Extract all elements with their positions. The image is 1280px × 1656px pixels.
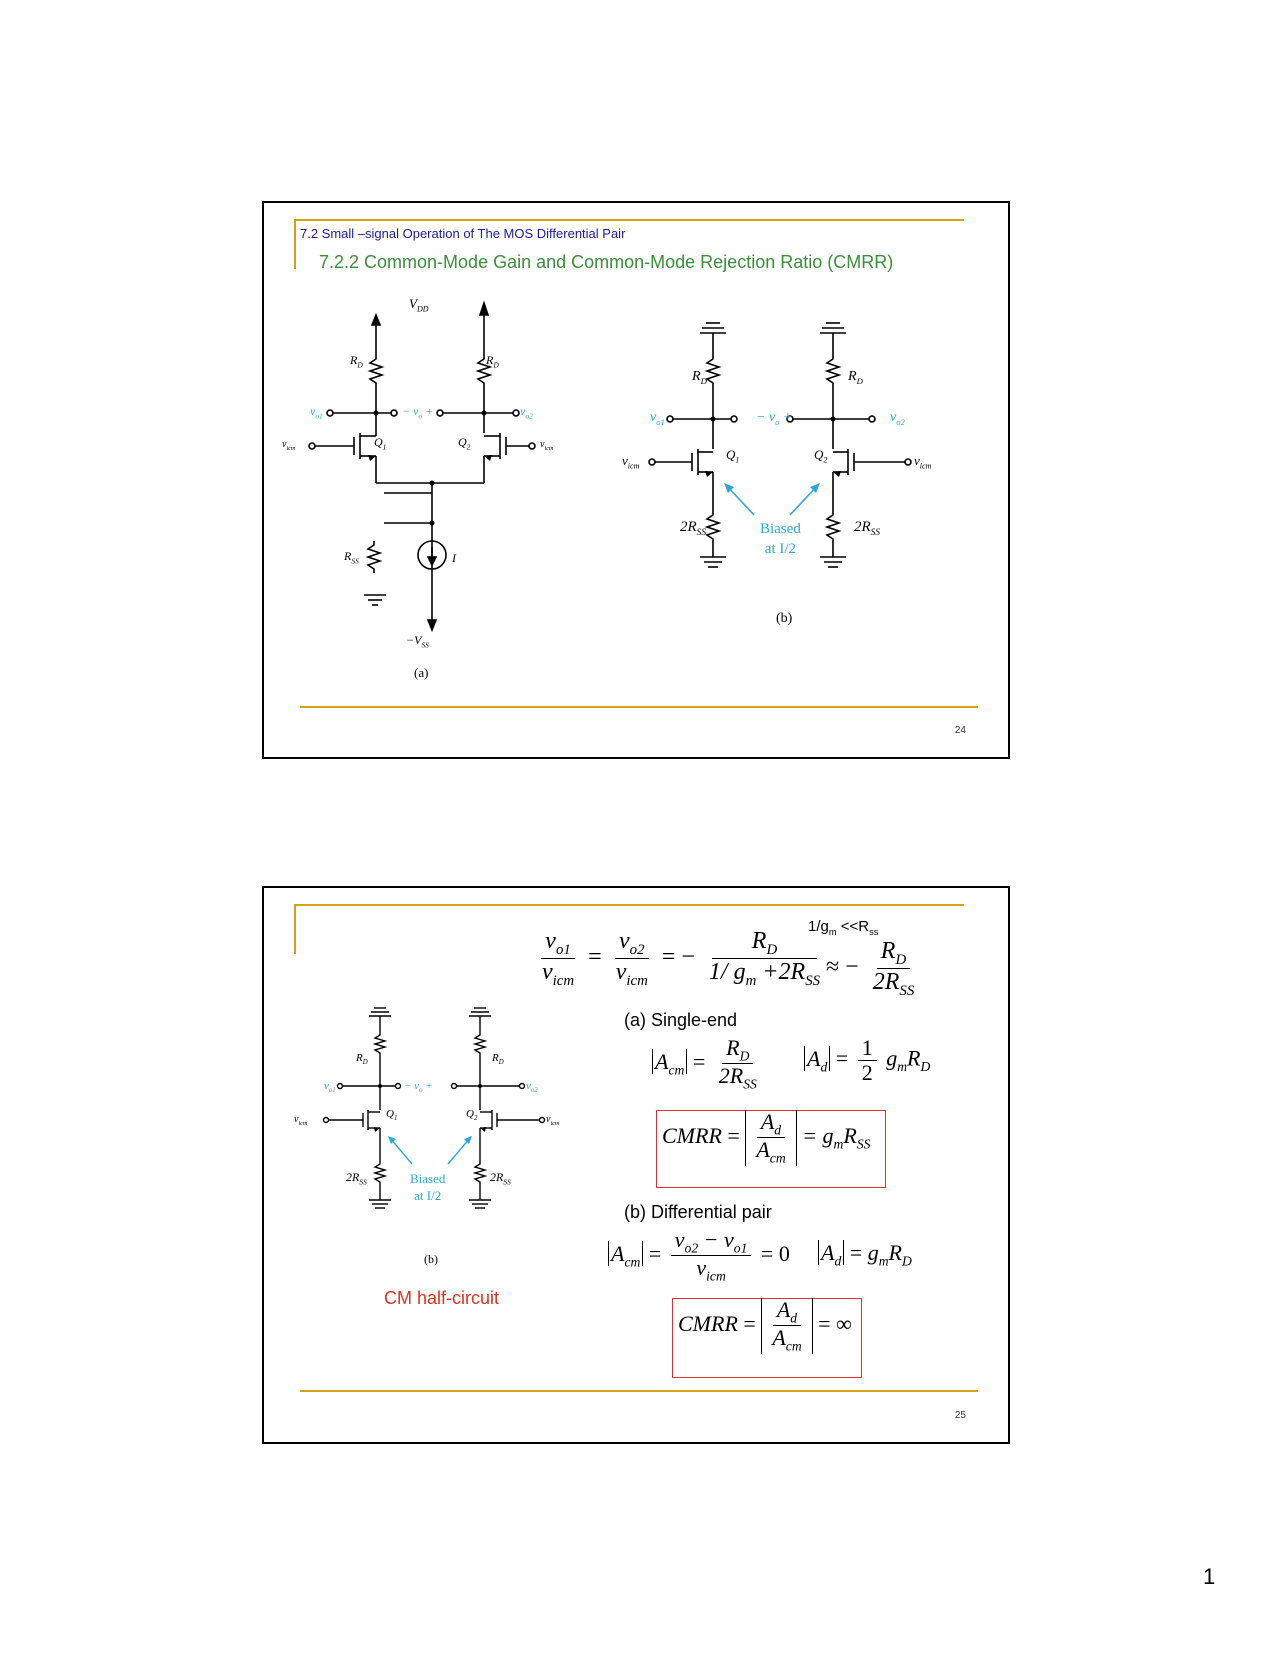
rd-right-label: RD [486,353,499,370]
q2-label: Q2 [458,435,471,452]
differential-pair-label: (b) Differential pair [624,1202,772,1222]
fig-b-vo-label: − vo + [756,410,793,427]
half-rd-left-label: RD [356,1052,368,1067]
fig-b-2rss-right-label: 2RSS [854,519,880,538]
slide-24: 7.2 Small –signal Operation of The MOS D… [262,201,1010,759]
fig-b-2rss-left-label: 2RSS [680,519,706,538]
section-title: 7.2 Small –signal Operation of The MOS D… [300,226,626,241]
half-vo1-label: vo1 [324,1080,336,1095]
cm-half-circuit-diagram [322,1007,546,1209]
half-circuit-caption: (b) [424,1252,438,1266]
cmrr-single-end-box [656,1110,886,1188]
vo2-label: vo2 [520,404,533,421]
q1-label: Q1 [374,435,387,452]
fig-b-q1-label: Q1 [726,447,740,465]
half-vo2-label: vo2 [526,1080,538,1095]
single-end-label: (a) Single-end [624,1010,738,1030]
slide-number: 24 [954,725,966,736]
half-rd-right-label: RD [492,1052,504,1067]
half-q1-label: Q1 [386,1108,398,1123]
circuit-diagram-a [308,300,536,633]
slide-bottom-rule [300,1390,978,1392]
fig-b-rd-left-label: RD [692,369,707,386]
rss-label: RSS [344,549,359,566]
vo-label: − vo + [402,404,434,421]
approximation-condition: 1/gm <<Rss [808,918,879,937]
current-source-label: I [452,551,456,565]
vicm-left-label: vicm [282,439,296,452]
slide-bottom-rule [300,706,978,708]
fig-b-q2-label: Q2 [814,447,828,465]
slide-left-rule [294,904,296,954]
half-2rss-left-label: 2RSS [346,1170,367,1187]
slide-top-rule [294,904,964,906]
vicm-right-label: vicm [540,439,554,452]
cm-half-circuit-label: CM half-circuit [384,1288,500,1308]
fig-b-vo2-label: vo2 [890,410,905,427]
fig-b-vicm-left-label: vicm [622,453,640,471]
vo1-label: vo1 [310,404,323,421]
rd-left-label: RD [350,353,363,370]
fig-b-rd-right-label: RD [848,369,863,386]
fig-b-vicm-right-label: vicm [914,453,932,471]
fig-b-vo1-label: vo1 [650,410,665,427]
diff-ad-equation: Ad = gmRD [818,1240,912,1269]
half-vicm-left-label: vicm [294,1114,308,1127]
document-page-number: 1 [1203,1564,1216,1589]
half-vicm-right-label: vicm [546,1114,560,1127]
half-2rss-right-label: 2RSS [490,1170,511,1187]
slide-number: 25 [954,1410,966,1421]
vdd-label: VDD [409,296,429,314]
fig-b-caption: (b) [776,611,793,626]
circuit-diagram-b [648,322,912,568]
half-vo-label: − vo + [404,1080,433,1095]
subsection-title: 7.2.2 Common-Mode Gain and Common-Mode R… [319,252,894,272]
cmrr-differential-box [672,1298,862,1378]
fig-a-caption: (a) [414,665,429,680]
half-q2-label: Q2 [466,1108,478,1123]
slide-top-rule [294,219,964,221]
vss-label: −VSS [406,633,429,650]
slide-left-rule [294,219,296,269]
